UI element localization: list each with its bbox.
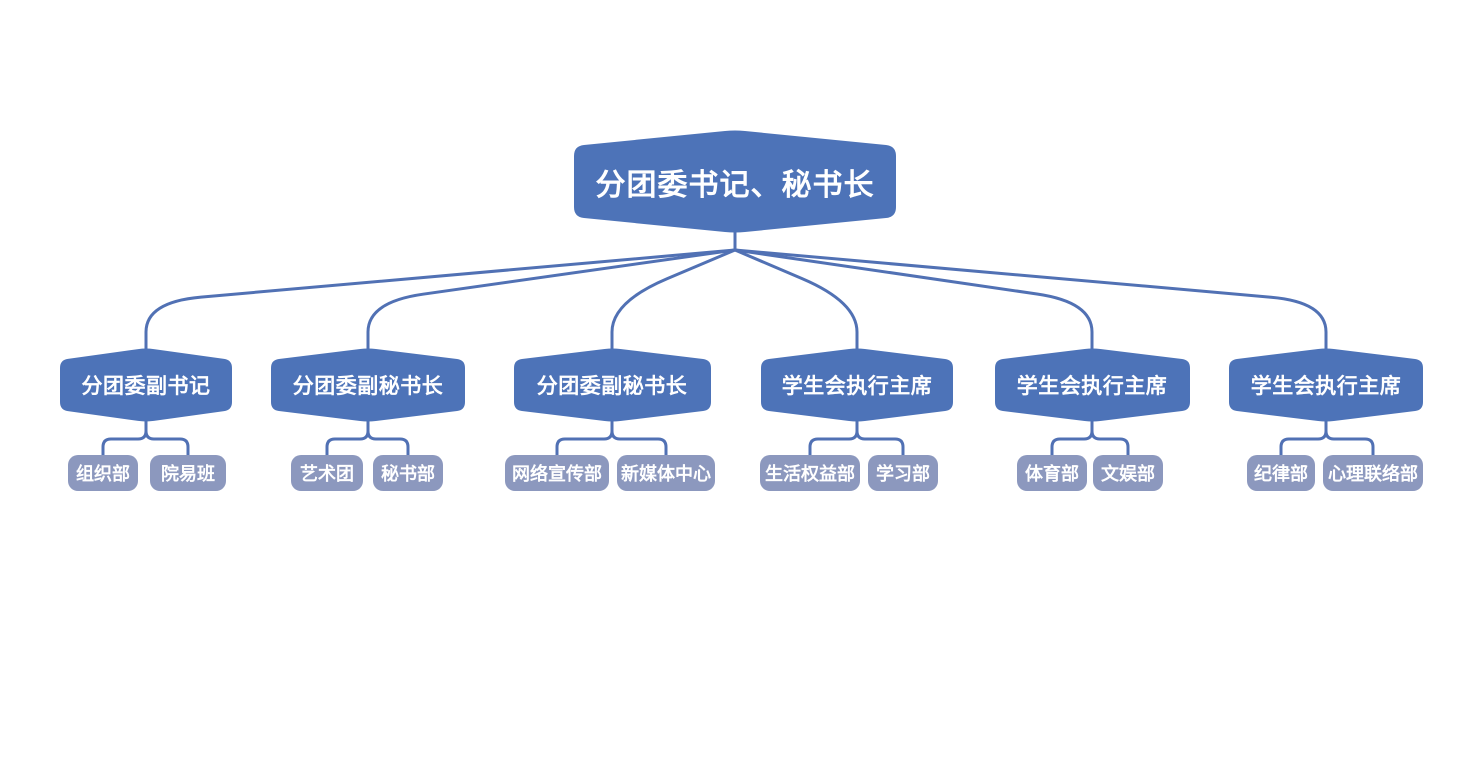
hexagon-shape bbox=[994, 348, 1190, 422]
org-node-leaf-2-2-label: 秘书部 bbox=[381, 464, 435, 484]
connector-root-to-branch-4 bbox=[733, 248, 859, 351]
org-node-leaf-3-2-label: 新媒体中心 bbox=[621, 464, 711, 484]
org-node-leaf-4-2-label: 学习部 bbox=[876, 464, 930, 484]
hexagon-shape bbox=[60, 348, 232, 422]
connector-branch-5-to-leaf-2 bbox=[1090, 419, 1130, 458]
org-node-leaf-4-1-label: 生活权益部 bbox=[765, 464, 855, 484]
connector-root-to-branch-5 bbox=[733, 248, 1094, 351]
org-node-leaf-6-2-label: 心理联络部 bbox=[1328, 464, 1418, 484]
connector-branch-6-to-leaf-2 bbox=[1324, 419, 1375, 458]
connector-branch-2-to-leaf-1 bbox=[325, 419, 370, 458]
connector-root-to-branch-2 bbox=[366, 248, 737, 351]
org-node-branch-4[interactable]: 学生会执行主席 bbox=[761, 348, 953, 422]
org-node-leaf-2-1-label: 艺术团 bbox=[300, 464, 354, 484]
org-node-branch-1-label: 分团委副书记 bbox=[81, 375, 211, 398]
org-node-leaf-5-2-label: 文娱部 bbox=[1101, 464, 1155, 484]
org-node-leaf-3-2[interactable]: 新媒体中心 bbox=[617, 455, 715, 491]
connector-branch-4-to-leaf-1 bbox=[808, 419, 859, 458]
org-node-branch-1[interactable]: 分团委副书记 bbox=[60, 348, 232, 422]
org-node-branch-5[interactable]: 学生会执行主席 bbox=[994, 348, 1190, 422]
org-node-leaf-6-2[interactable]: 心理联络部 bbox=[1323, 455, 1423, 491]
org-node-root-label: 分团委书记、秘书长 bbox=[595, 168, 875, 202]
connector-branch-1-to-leaf-1 bbox=[101, 419, 148, 458]
org-node-branch-6-label: 学生会执行主席 bbox=[1250, 375, 1402, 398]
org-node-branch-2-label: 分团委副秘书长 bbox=[292, 375, 444, 398]
hexagon-shape bbox=[761, 348, 953, 422]
org-node-leaf-1-2-label: 院易班 bbox=[161, 464, 215, 484]
org-node-leaf-1-1-label: 组织部 bbox=[76, 464, 130, 484]
connector-branch-3-to-leaf-1 bbox=[555, 419, 614, 458]
org-node-leaf-6-1[interactable]: 纪律部 bbox=[1247, 455, 1315, 491]
connector-branch-6-to-leaf-1 bbox=[1279, 419, 1328, 458]
org-node-leaf-5-2[interactable]: 文娱部 bbox=[1093, 455, 1163, 491]
org-node-leaf-2-2[interactable]: 秘书部 bbox=[373, 455, 443, 491]
org-node-leaf-2-1[interactable]: 艺术团 bbox=[291, 455, 363, 491]
org-node-leaf-3-1[interactable]: 网络宣传部 bbox=[505, 455, 609, 491]
org-node-leaf-1-2[interactable]: 院易班 bbox=[150, 455, 226, 491]
org-node-leaf-5-1-label: 体育部 bbox=[1025, 464, 1079, 484]
org-node-branch-5-label: 学生会执行主席 bbox=[1016, 375, 1168, 398]
org-node-branch-3[interactable]: 分团委副秘书长 bbox=[513, 348, 711, 422]
connector-root-to-branch-1 bbox=[144, 248, 737, 351]
org-node-leaf-1-1[interactable]: 组织部 bbox=[68, 455, 138, 491]
connector-branch-2-to-leaf-2 bbox=[366, 419, 410, 458]
org-node-branch-3-label: 分团委副秘书长 bbox=[536, 375, 688, 398]
hexagon-shape bbox=[1229, 348, 1423, 422]
connector-root-to-branch-3 bbox=[610, 248, 737, 351]
org-node-leaf-3-1-label: 网络宣传部 bbox=[512, 464, 602, 484]
org-node-leaf-4-2[interactable]: 学习部 bbox=[868, 455, 938, 491]
org-node-branch-4-label: 学生会执行主席 bbox=[781, 375, 933, 398]
org-node-branch-6[interactable]: 学生会执行主席 bbox=[1229, 348, 1423, 422]
org-node-root[interactable]: 分团委书记、秘书长 bbox=[574, 130, 896, 233]
org-node-leaf-4-1[interactable]: 生活权益部 bbox=[760, 455, 860, 491]
org-node-branch-2[interactable]: 分团委副秘书长 bbox=[271, 348, 465, 422]
org-node-leaf-5-1[interactable]: 体育部 bbox=[1017, 455, 1087, 491]
connector-branch-1-to-leaf-2 bbox=[144, 419, 190, 458]
org-node-leaf-6-1-label: 纪律部 bbox=[1254, 464, 1308, 484]
connector-branch-3-to-leaf-2 bbox=[610, 419, 668, 458]
connector-root-to-branch-6 bbox=[733, 248, 1328, 351]
connector-branch-4-to-leaf-2 bbox=[855, 419, 905, 458]
connector-branch-5-to-leaf-1 bbox=[1050, 419, 1094, 458]
hexagon-shape bbox=[574, 130, 896, 233]
hexagon-shape bbox=[513, 348, 711, 422]
hexagon-shape bbox=[271, 348, 465, 422]
